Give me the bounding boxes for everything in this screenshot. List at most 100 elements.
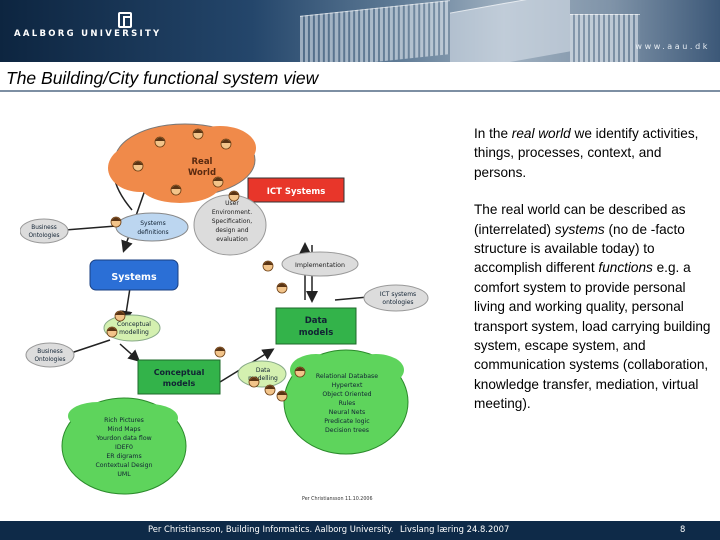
conceptual-models-box: Conceptual models [137, 359, 221, 395]
p1-a: In the [474, 126, 512, 141]
person-icon [262, 260, 274, 272]
person-icon [248, 376, 260, 388]
user-env-line-3: Specification, [212, 218, 253, 225]
ict-ontologies-line-1: ICT systems [380, 291, 416, 298]
list-line: Object Oriented [322, 391, 371, 398]
business-ontologies-cloud-bottom: Business Ontologies [25, 342, 75, 368]
concept-models-line-1: Conceptual [154, 368, 205, 377]
user-env-line-2: Environment. [212, 209, 252, 216]
p2-c: e.g. a comfort system to provide persona… [474, 260, 711, 412]
conceptual-modelling-cloud: Conceptual modelling [103, 314, 161, 342]
list-line: Hypertext [332, 382, 363, 389]
list-line: Relational Database [316, 373, 378, 380]
list-line: UML [117, 471, 131, 478]
p1-b: we identify activities, things, processe… [474, 126, 699, 180]
person-icon [276, 390, 288, 402]
implementation-label: Implementation [295, 262, 345, 269]
person-icon [294, 366, 306, 378]
business-bottom-line-2: Ontologies [34, 357, 65, 363]
footer-bar: Per Christiansson, Building Informatics.… [0, 521, 720, 540]
list-line: Rules [339, 400, 356, 407]
university-url[interactable]: www.aau.dk [635, 42, 710, 51]
user-env-line-4: design and [215, 227, 248, 234]
list-line: Decision trees [325, 427, 369, 434]
business-ontologies-cloud-top: Business Ontologies [20, 218, 69, 244]
paragraph-systems: The real world can be described as (inte… [474, 200, 714, 413]
building-roof [450, 0, 570, 62]
university-logo-icon [118, 12, 132, 28]
body-text: In the real world we identify activities… [474, 124, 714, 432]
data-models-line-2: models [299, 328, 334, 338]
university-name: AALBORG UNIVERSITY [14, 29, 162, 39]
business-top-line-1: Business [31, 225, 57, 231]
header-banner: AALBORG UNIVERSITY www.aau.dk [0, 0, 720, 62]
person-icon [192, 128, 204, 140]
person-icon [170, 184, 182, 196]
systems-box: Systems [89, 259, 179, 291]
business-bottom-line-1: Business [37, 349, 63, 355]
systems-def-line-2: definitions [137, 229, 168, 236]
footer-author: Per Christiansson, Building Informatics.… [148, 524, 394, 534]
paragraph-real-world: In the real world we identify activities… [474, 124, 714, 182]
person-icon [106, 326, 118, 338]
ict-ontologies-cloud: ICT systems ontologies [363, 284, 429, 312]
p1-em: real world [511, 126, 571, 141]
ict-systems-box: ICT Systems [247, 177, 345, 203]
concept-modelling-line-2: modelling [119, 329, 149, 336]
user-env-line-1: User [225, 200, 239, 207]
list-line: Yourdon data flow [95, 435, 151, 442]
data-models-box: Data models [275, 307, 357, 345]
list-line: Neural Nets [329, 409, 365, 416]
user-environment-cloud: User Environment. Specification, design … [193, 194, 267, 256]
person-icon [110, 216, 122, 228]
systems-def-line-1: Systems [140, 220, 166, 227]
footer-event: Livslang læring 24.8.2007 [400, 524, 510, 534]
list-line: IDEF0 [115, 444, 133, 451]
slide-title: The Building/City functional system view [6, 68, 319, 88]
person-icon [132, 160, 144, 172]
list-line: Predicate logic [324, 418, 370, 425]
p2-em2: functions [598, 260, 653, 276]
person-icons [106, 128, 306, 402]
person-icon [214, 346, 226, 358]
systems-definitions-cloud: Systems definitions [115, 212, 189, 242]
user-env-line-5: evaluation [216, 236, 248, 243]
person-icon [220, 138, 232, 150]
business-top-line-2: Ontologies [28, 233, 59, 239]
person-icon [276, 282, 288, 294]
concept-models-line-2: models [163, 379, 196, 388]
diagram-credit: Per Christiansson 11.10.2006 [302, 496, 373, 502]
p2-b: (no de -facto structure is available tod… [474, 221, 685, 276]
concept-modelling-line-1: Conceptual [117, 321, 151, 328]
functional-system-diagram: Real World ICT Systems User Environment.… [20, 123, 429, 502]
data-modelling-cloud: Data modelling [237, 360, 287, 388]
implementation-cloud: Implementation [281, 251, 359, 277]
list-line: ER digrams [106, 453, 141, 460]
building-wing [570, 14, 640, 62]
list-line: Rich Pictures [104, 417, 144, 424]
ict-ontologies-line-2: ontologies [382, 299, 413, 306]
data-modelling-line-2: modelling [248, 375, 278, 382]
p2-em1: systems [554, 221, 605, 237]
real-world-label-1: Real [192, 157, 213, 167]
ict-systems-label: ICT Systems [267, 187, 326, 197]
building-facade [300, 0, 450, 62]
data-models-line-1: Data [305, 316, 328, 326]
page-number: 8 [680, 524, 686, 534]
p2-a: The real world can be described as (inte… [474, 202, 686, 237]
person-icon [264, 384, 276, 396]
person-icon [114, 310, 126, 322]
real-world-label-2: World [188, 168, 216, 178]
person-icon [154, 136, 166, 148]
person-icon [212, 176, 224, 188]
data-modelling-line-1: Data [256, 367, 271, 374]
person-icon [228, 190, 240, 202]
systems-label: Systems [111, 272, 157, 283]
list-line: Mind Maps [107, 426, 140, 433]
title-bar: The Building/City functional system view [0, 62, 720, 92]
